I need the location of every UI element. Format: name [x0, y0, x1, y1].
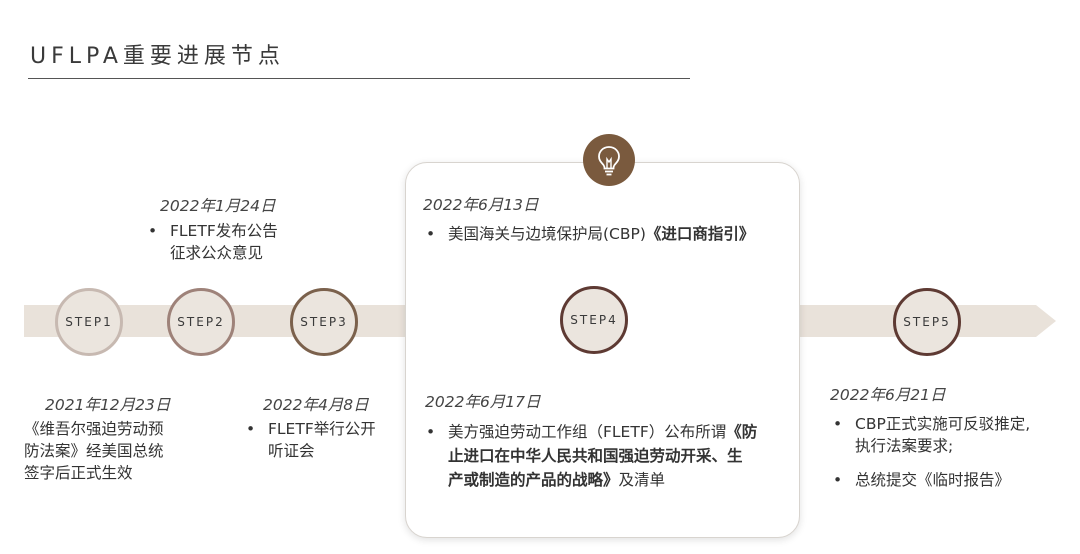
step-4-top-description: • 美国海关与边境保护局(CBP)《进口商指引》: [426, 225, 755, 243]
step-1-node: STEP1: [55, 288, 123, 356]
step-3-description: • FLETF举行公开 听证会: [246, 420, 376, 460]
step-4-bottom-date: 2022年6月17日: [425, 393, 541, 411]
step-2-node: STEP2: [167, 288, 235, 356]
step-5-date: 2022年6月21日: [830, 386, 946, 404]
step-5-item-1: • CBP正式实施可反驳推定, 执行法案要求;: [833, 415, 1031, 455]
step-4-bottom-description: • 美方强迫劳动工作组（FLETF）公布所谓《防 止进口在中华人民共和国强迫劳动…: [426, 423, 758, 489]
step-3-label: STEP3: [300, 315, 348, 329]
title-divider: [28, 78, 690, 79]
step-1-date: 2021年12月23日: [45, 396, 171, 414]
step-3-date: 2022年4月8日: [263, 396, 369, 414]
step-5-label: STEP5: [903, 315, 951, 329]
step-2-description: • FLETF发布公告 征求公众意见: [148, 222, 278, 262]
step-5-item-2: • 总统提交《临时报告》: [833, 471, 1011, 489]
lightbulb-icon: [583, 134, 635, 186]
step-2-label: STEP2: [177, 315, 225, 329]
step-4-node: STEP4: [560, 286, 628, 354]
step-5-node: STEP5: [893, 288, 961, 356]
step-4-top-date: 2022年6月13日: [423, 196, 539, 214]
step-4-label: STEP4: [570, 313, 618, 327]
step-2-date: 2022年1月24日: [160, 197, 276, 215]
step-1-label: STEP1: [65, 315, 113, 329]
step-3-node: STEP3: [290, 288, 358, 356]
step-1-description: 《维吾尔强迫劳动预 防法案》经美国总统 签字后正式生效: [24, 420, 164, 482]
page-title: UFLPA重要进展节点: [30, 44, 285, 69]
